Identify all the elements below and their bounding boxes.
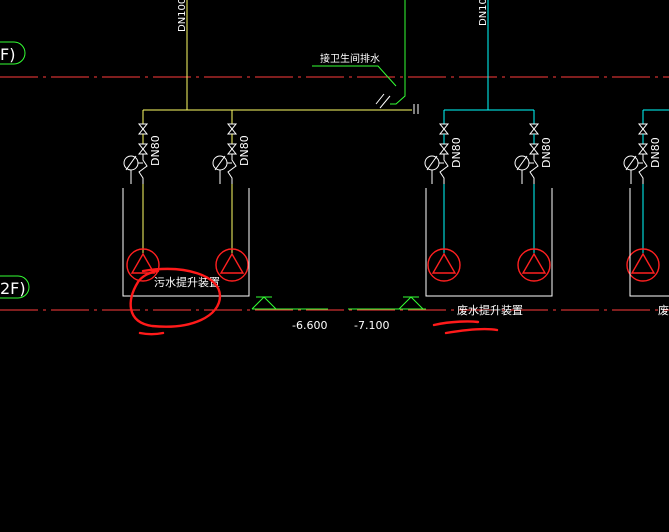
branch-size-label: DN80 <box>238 135 251 166</box>
pump-triangle-icon <box>521 252 547 274</box>
elevation-mark-left <box>251 296 277 310</box>
pump-icon <box>126 248 160 282</box>
elevation-mark-right <box>398 296 424 310</box>
check-valve-symbol <box>375 93 391 109</box>
gate-valve-icon <box>226 123 238 135</box>
markup-annotations <box>129 267 499 336</box>
drain-bend <box>390 78 406 105</box>
branch-size-label: DN80 <box>649 137 662 168</box>
pump-triangle-icon <box>130 252 156 274</box>
drain-note-leader <box>312 65 397 87</box>
riser-right-label: DN100 <box>478 0 489 26</box>
pump-icon <box>427 248 461 282</box>
gate-valve-icon <box>438 123 450 135</box>
check-valve-icon <box>226 143 238 155</box>
pit-tanks <box>122 188 669 297</box>
axis-label-upper: F) <box>0 45 15 64</box>
flex-joint-icon <box>529 154 539 184</box>
unit-label-far-right: 废 <box>658 303 669 317</box>
pump-icon <box>626 248 660 282</box>
gauge-needle <box>516 155 528 171</box>
riser-left-label: DN100 <box>177 0 188 32</box>
gauge-needle <box>125 155 137 171</box>
branch-size-label: DN80 <box>540 137 553 168</box>
markup-circle <box>129 267 222 328</box>
axis-lines <box>0 76 669 311</box>
flex-joint-icon <box>439 154 449 184</box>
flex-joint-icon <box>638 154 648 184</box>
gate-valve-icon <box>137 123 149 135</box>
branch-size-label: DN80 <box>450 137 463 168</box>
axis-bubbles: F) 2F) <box>0 41 30 299</box>
flex-joint-icon <box>227 154 237 184</box>
check-valve-icon <box>438 143 450 155</box>
axis-bubble-lower <box>0 275 30 299</box>
gauge-needle <box>214 155 226 171</box>
check-valve-icon <box>637 143 649 155</box>
pump-triangle-icon <box>630 252 656 274</box>
bathroom-drain: 接卫生间排水 <box>312 0 419 114</box>
check-valve-icon <box>137 143 149 155</box>
drain-note: 接卫生间排水 <box>320 52 380 65</box>
pump-icon <box>215 248 249 282</box>
tank-right <box>425 188 553 297</box>
markup-underline <box>432 320 480 327</box>
pump-triangle-icon <box>431 252 457 274</box>
unit-labels: 污水提升装置 废水提升装置 废 <box>154 276 669 317</box>
gate-valve-icon <box>637 123 649 135</box>
unit-label-left: 污水提升装置 <box>154 276 220 289</box>
pump-branches: DN80 DN80 DN80 DN80 DN80 <box>123 110 662 282</box>
elevation-left: -6.600 <box>292 319 327 332</box>
pump-triangle-icon <box>219 252 245 274</box>
flex-joint-icon <box>138 154 148 184</box>
gate-valve-icon <box>528 123 540 135</box>
axis-bubble-upper <box>0 41 26 65</box>
floor-elevations: -6.600 -7.100 <box>251 296 426 332</box>
unit-label-right: 废水提升装置 <box>457 303 523 317</box>
risers: DN100 DN100 <box>177 0 489 110</box>
tank-far-right <box>629 188 669 297</box>
branch-size-label: DN80 <box>149 135 162 166</box>
gauge-needle <box>625 155 637 171</box>
pump-icon <box>517 248 551 282</box>
elevation-right: -7.100 <box>354 319 389 332</box>
markup-underline-2 <box>444 327 499 335</box>
axis-label-lower: 2F) <box>0 279 26 298</box>
gauge-needle <box>426 155 438 171</box>
tank-left <box>122 188 250 297</box>
check-valve-icon <box>528 143 540 155</box>
markup-circle-tail <box>138 331 165 336</box>
